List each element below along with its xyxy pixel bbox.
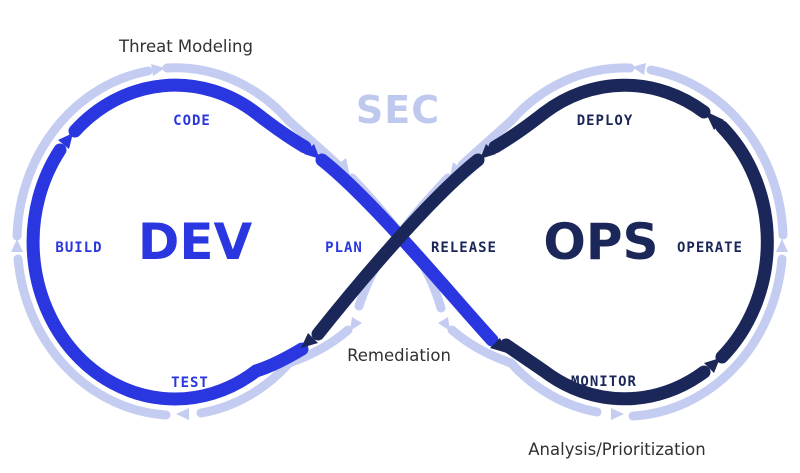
outer-ring-right-bottom-arc	[628, 254, 787, 421]
sec-label: SEC	[356, 88, 440, 132]
ring-flow-arrow	[11, 239, 23, 252]
ops-loop-bottom-arc	[499, 338, 711, 406]
ring-flow-arrow	[350, 317, 362, 331]
ring-flow-arrow	[632, 63, 646, 75]
dev-loop-left-bottom-arc	[26, 143, 309, 406]
ring-flow-arrow	[776, 239, 788, 252]
stage-test: TEST	[171, 375, 209, 391]
ops-flow-arrow	[490, 338, 507, 353]
dev-label: DEV	[138, 213, 253, 271]
ops-flow-arrow	[704, 358, 720, 373]
dev-cross-line-start	[249, 106, 312, 154]
ops-cross-line-main	[311, 153, 485, 341]
outer-ring-cross-b1	[457, 116, 516, 170]
outer-ring-cross-b4	[284, 325, 353, 368]
annotation-threat-modeling: Threat Modeling	[118, 37, 253, 56]
outer-ring-cross-a4	[447, 325, 516, 368]
outer-ring-right-top-arc	[646, 65, 788, 240]
stage-release: RELEASE	[431, 240, 497, 256]
ring-flow-arrow	[611, 408, 624, 420]
dev-cross-line-main	[315, 153, 499, 347]
dev-flow-arrow	[304, 144, 320, 159]
annotation-analysis-prioritization: Analysis/Prioritization	[528, 440, 705, 459]
outer-ring-left-bottom-right-arc	[196, 358, 294, 418]
ops-loop-right-arc	[715, 120, 774, 364]
stage-deploy: DEPLOY	[577, 113, 634, 129]
outer-ring-right-top-left-arc	[506, 63, 635, 126]
ops-flow-arrow	[301, 333, 318, 348]
ring-flow-arrow	[336, 158, 350, 176]
ring-flow-arrow	[438, 317, 450, 331]
ring-flow-arrow	[176, 408, 189, 420]
outer-ring-cross-a1	[284, 116, 343, 170]
stage-code: CODE	[173, 113, 211, 129]
ops-flow-arrow	[705, 111, 724, 130]
ops-loop-top-arc	[537, 78, 711, 120]
stage-monitor: MONITOR	[571, 374, 637, 390]
dev-loop-top-arc	[68, 78, 263, 138]
annotation-remediation: Remediation	[347, 346, 451, 365]
ring-flow-arrow	[151, 64, 165, 76]
ring-flow-arrow	[450, 162, 463, 176]
stage-build: BUILD	[55, 240, 102, 256]
outer-ring-right-bottom-left-arc	[506, 358, 602, 417]
outer-ring-left-top-right-arc	[162, 63, 294, 126]
stage-operate: OPERATE	[677, 240, 743, 256]
ops-flow-arrow	[480, 144, 496, 159]
stage-plan: PLAN	[325, 240, 363, 256]
ops-label: OPS	[543, 213, 658, 271]
dev-flow-arrow	[58, 133, 73, 149]
outer-ring-left-top-left-arc	[12, 66, 153, 241]
outer-ring-left-bottom-left-arc	[13, 254, 171, 420]
ops-cross-line-start	[488, 106, 551, 154]
